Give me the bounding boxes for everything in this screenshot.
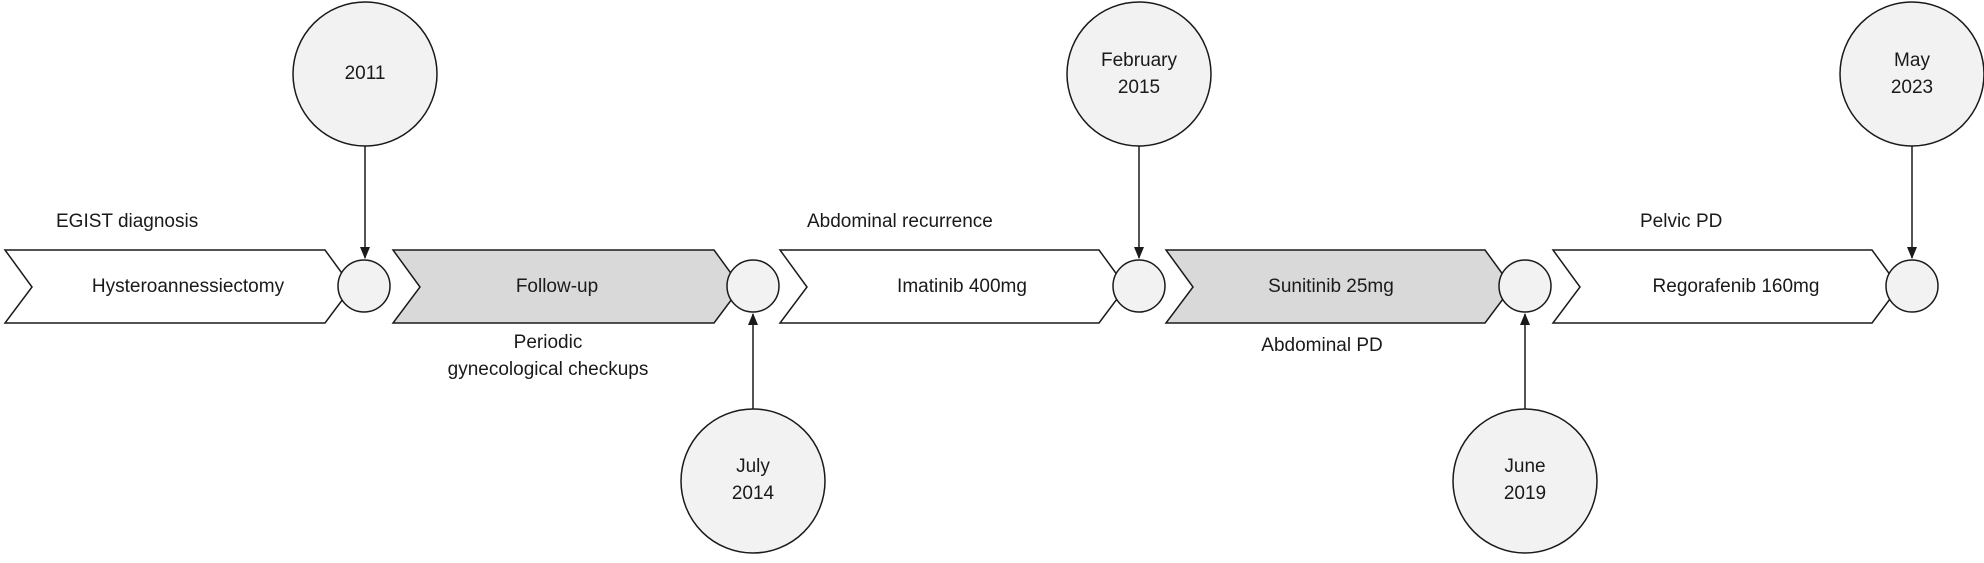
phase-1: Follow-up <box>391 249 742 324</box>
date-circle <box>1066 1 1212 147</box>
annotation-pelvic-pd: Pelvic PD <box>1640 211 1722 232</box>
phase-chevron <box>3 249 353 324</box>
phase-label: Regorafenib 160mg <box>1653 276 1820 297</box>
date-line: February <box>1101 50 1178 71</box>
date-circle <box>1452 408 1598 554</box>
timeline-node-3 <box>1498 259 1552 313</box>
phase-chevron <box>1164 249 1513 324</box>
date-line: 2019 <box>1504 483 1546 504</box>
event-2: February 2015 <box>1066 1 1212 147</box>
timeline-node-2 <box>1112 259 1166 313</box>
phase-4: Regorafenib 160mg <box>1551 249 1900 324</box>
event-0: 2011 <box>292 1 438 147</box>
phase-3: Sunitinib 25mg <box>1164 249 1513 324</box>
phase-label: Sunitinib 25mg <box>1268 276 1394 297</box>
date-line: 2015 <box>1118 77 1160 98</box>
phase-chevron <box>1551 249 1900 324</box>
phase-label: Imatinib 400mg <box>897 276 1027 297</box>
date-line: June <box>1504 456 1545 477</box>
annotation-periodic-checkups: gynecological checkups <box>448 359 649 380</box>
date-circle <box>292 1 438 147</box>
annotation-abdominal-recurrence: Abdominal recurrence <box>807 211 993 232</box>
date-line: 2023 <box>1891 77 1933 98</box>
annotation-egist-diagnosis: EGIST diagnosis <box>56 211 198 232</box>
date-line: 2014 <box>732 483 775 504</box>
event-1: July 2014 <box>680 408 826 554</box>
date-line: July <box>736 456 770 477</box>
event-4: May 2023 <box>1839 1 1984 147</box>
phase-label: Follow-up <box>516 276 598 297</box>
phase-chevron <box>778 249 1127 324</box>
timeline-node-1 <box>726 259 780 313</box>
date-circle <box>1839 1 1984 147</box>
date-circle <box>680 408 826 554</box>
timeline-node-4 <box>1885 259 1939 313</box>
phase-chevron <box>391 249 742 324</box>
phase-0: Hysteroannessiectomy <box>3 249 353 324</box>
date-line: May <box>1894 50 1930 71</box>
phase-label: Hysteroannessiectomy <box>92 276 285 297</box>
event-3: June 2019 <box>1452 408 1598 554</box>
timeline-node-0 <box>337 259 391 313</box>
date-line: 2011 <box>345 63 386 84</box>
phase-2: Imatinib 400mg <box>778 249 1127 324</box>
annotation-periodic-checkups: Periodic <box>514 332 583 353</box>
annotation-abdominal-pd: Abdominal PD <box>1261 335 1382 356</box>
